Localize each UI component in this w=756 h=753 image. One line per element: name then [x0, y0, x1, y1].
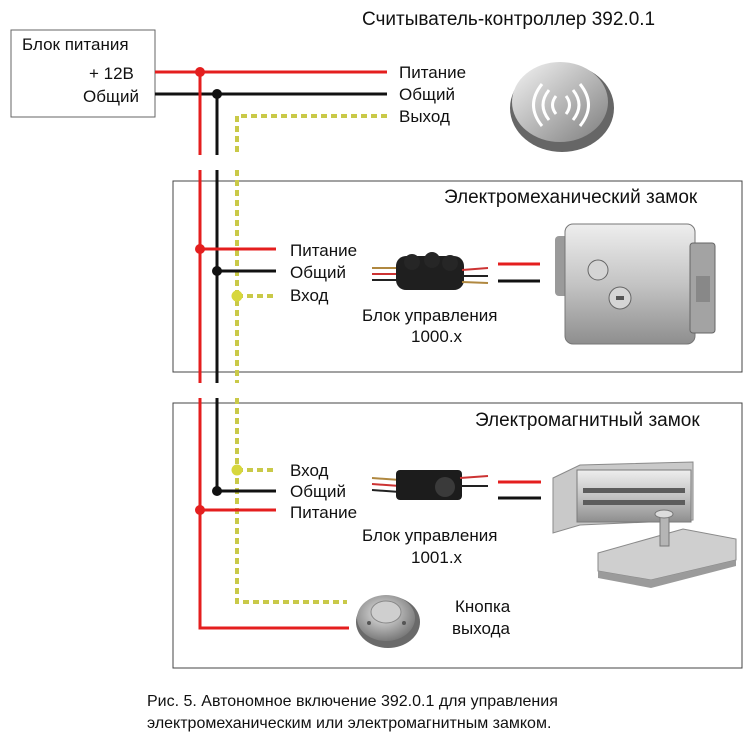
- electromech-frame: [172, 180, 743, 373]
- common-wire: [155, 92, 387, 493]
- power-junction-dot: [195, 67, 205, 77]
- power-supply-box: [10, 29, 156, 118]
- control-unit-1000-image: [372, 252, 489, 290]
- power-supply-plus-label: + 12В: [89, 64, 134, 83]
- electromech-unit-label: Блок управления: [362, 306, 497, 325]
- electromag-frame: [172, 402, 743, 669]
- figure-caption-line1: Рис. 5. Автономное включение 392.0.1 для…: [147, 693, 558, 710]
- common-junction-dot: [212, 89, 222, 99]
- electromag-input-label: Вход: [290, 461, 329, 480]
- power-supply-common-label: Общий: [83, 87, 139, 106]
- reader-title: Считыватель-контроллер 392.0.1: [362, 9, 655, 30]
- electromag-unit-label: Блок управления: [362, 526, 497, 545]
- control-unit-1001-image: [371, 470, 489, 500]
- electromech-power-label: Питание: [290, 241, 357, 260]
- power-supply-title: Блок питания: [22, 35, 129, 54]
- power-wire: [155, 70, 387, 630]
- signal-junction-dot: [231, 464, 243, 476]
- electromag-common-label: Общий: [290, 482, 346, 501]
- power-junction-dot: [195, 505, 205, 515]
- electromech-unit-model: 1000.х: [411, 327, 463, 346]
- electromechanical-lock-image: [555, 223, 716, 345]
- electromag-power-label: Питание: [290, 503, 357, 522]
- reader-output-label: Выход: [399, 107, 450, 126]
- figure-caption-line2: электромеханическим или электромагнитным…: [147, 715, 551, 732]
- common-junction-dot: [212, 266, 222, 276]
- electromech-title: Электромеханический замок: [444, 187, 698, 208]
- electromag-title: Электромагнитный замок: [475, 410, 700, 431]
- electromech-common-label: Общий: [290, 263, 346, 282]
- electromagnetic-lock-image: [552, 461, 737, 588]
- reader-power-label: Питание: [399, 63, 466, 82]
- common-junction-dot: [212, 486, 222, 496]
- reader-common-label: Общий: [399, 85, 455, 104]
- reader-device-image: [510, 62, 614, 152]
- power-junction-dot: [195, 244, 205, 254]
- exit-button-image: [356, 595, 420, 648]
- electromech-input-label: Вход: [290, 286, 329, 305]
- exit-button-label: Кнопка: [455, 597, 511, 616]
- exit-button-label-2: выхода: [452, 619, 511, 638]
- electromag-unit-model: 1001.х: [411, 548, 463, 567]
- signal-junction-dot: [231, 290, 243, 302]
- signal-wire: [235, 114, 387, 604]
